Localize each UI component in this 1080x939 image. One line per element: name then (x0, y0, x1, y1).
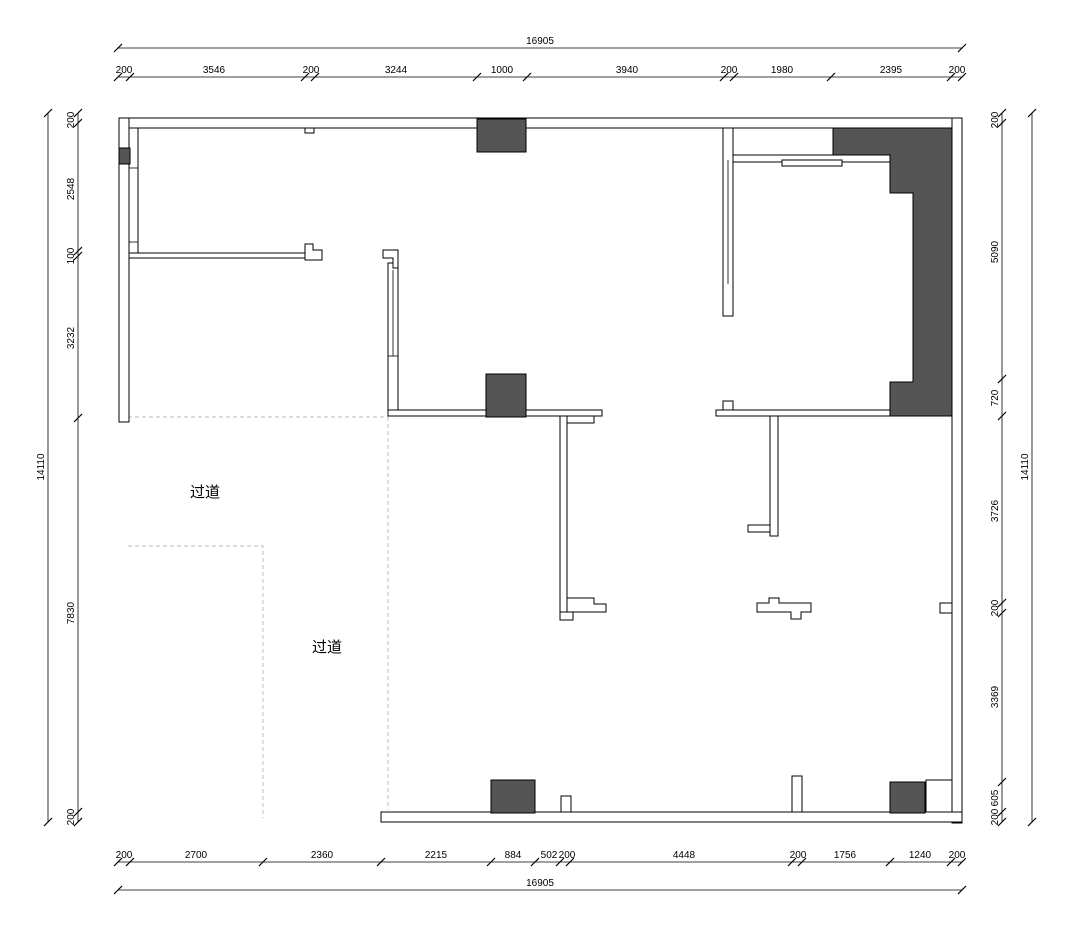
dim-right-seg-7: 605 (990, 789, 1001, 806)
dimension-top: 16905 200 3546 200 3244 1000 3940 200 19… (113, 36, 967, 82)
dim-left-seg-5: 7830 (66, 601, 77, 624)
dim-top-total: 16905 (526, 36, 554, 47)
dim-bottom-seg-8: 4448 (673, 850, 696, 861)
dim-bottom-seg-12: 200 (949, 850, 966, 861)
dim-left-seg-3: 100 (66, 247, 77, 264)
dim-bottom-seg-3: 2360 (311, 850, 334, 861)
column-top (476, 118, 527, 153)
dim-right-seg-1: 200 (990, 111, 1001, 128)
structural-columns (118, 118, 953, 814)
dim-bottom-seg-2: 2700 (185, 850, 208, 861)
dim-top-seg-5: 1000 (491, 65, 514, 76)
dim-right-seg-5: 200 (990, 599, 1001, 616)
dim-bottom-seg-10: 1756 (834, 850, 857, 861)
wall-bottom (380, 811, 963, 823)
dim-top-seg-2: 3546 (203, 65, 226, 76)
column-left-small (118, 147, 131, 165)
dimension-left: 14110 200 2548 100 3232 7830 200 (36, 108, 83, 827)
dim-right-seg-4: 3726 (990, 499, 1001, 522)
dim-right-seg-2: 5090 (990, 240, 1001, 263)
dimension-bottom: 200 2700 2360 2215 884 502 200 4448 200 … (113, 850, 967, 895)
dim-bottom-seg-9: 200 (790, 850, 807, 861)
wall-center-column (559, 415, 568, 621)
dim-right-seg-6: 3369 (990, 685, 1001, 708)
dim-right-total: 14110 (1020, 453, 1031, 481)
corridor-label-1: 过道 (190, 483, 220, 501)
wall-top (118, 117, 963, 129)
dim-right-seg-8: 200 (990, 808, 1001, 825)
dim-bottom-seg-7: 200 (559, 850, 576, 861)
dim-top-seg-3: 200 (303, 65, 320, 76)
wall-right-column (769, 415, 779, 537)
wall-left (118, 117, 130, 423)
dim-top-seg-10: 200 (949, 65, 966, 76)
dim-bottom-total: 16905 (526, 878, 554, 889)
dim-bottom-seg-1: 200 (116, 850, 133, 861)
wall-right (951, 117, 963, 824)
dim-bottom-seg-11: 1240 (909, 850, 932, 861)
wall-partition-upper-left (128, 252, 308, 259)
cross-column (756, 597, 812, 620)
dim-left-total: 14110 (36, 453, 47, 481)
dim-bottom-seg-5: 884 (505, 850, 522, 861)
corridor-label-2: 过道 (312, 638, 342, 656)
dim-left-seg-2: 2548 (66, 177, 77, 200)
wall-left-lining (128, 127, 139, 256)
column-right-core (832, 127, 953, 417)
dim-bottom-seg-6: 502 (541, 850, 558, 861)
dim-top-seg-6: 3940 (616, 65, 639, 76)
dim-left-seg-4: 3232 (66, 326, 77, 349)
column-center (485, 373, 527, 418)
dim-top-seg-8: 1980 (771, 65, 794, 76)
dim-left-seg-1: 200 (66, 111, 77, 128)
dim-top-seg-9: 2395 (880, 65, 903, 76)
dim-right-seg-3: 720 (990, 389, 1001, 406)
dim-top-seg-7: 200 (721, 65, 738, 76)
column-bottom-right (889, 781, 926, 814)
dim-bottom-seg-4: 2215 (425, 850, 448, 861)
corridor-outline (128, 416, 389, 818)
dimension-right: 200 5090 720 3726 200 3369 605 200 14110 (990, 108, 1037, 827)
dim-top-seg-4: 3244 (385, 65, 408, 76)
walls (118, 117, 963, 824)
column-bottom-left (490, 779, 536, 814)
dim-top-seg-1: 200 (116, 65, 133, 76)
dim-left-seg-6: 200 (66, 808, 77, 825)
